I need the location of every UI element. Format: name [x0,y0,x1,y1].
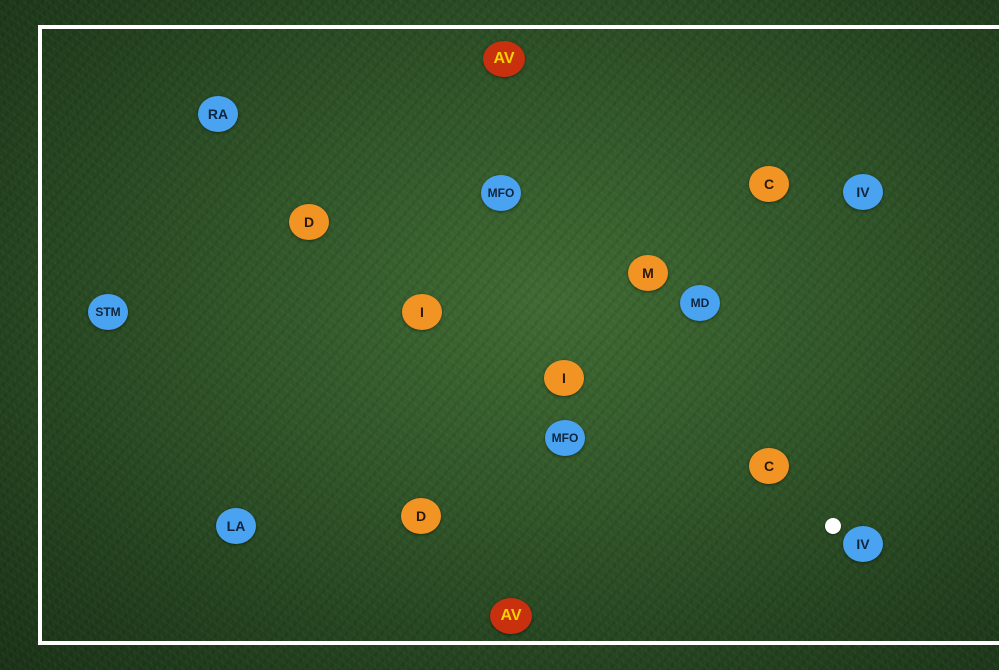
player-token-av-bottom[interactable]: AV [490,598,532,634]
player-token-d-bottom[interactable]: D [401,498,441,534]
player-token-d-top[interactable]: D [289,204,329,240]
player-token-mfo-top[interactable]: MFO [481,175,521,211]
player-token-m[interactable]: M [628,255,668,291]
player-token-iv-bottom[interactable]: IV [843,526,883,562]
player-token-c-top[interactable]: C [749,166,789,202]
player-token-ra[interactable]: RA [198,96,238,132]
player-token-c-bottom[interactable]: C [749,448,789,484]
player-token-mfo-bottom[interactable]: MFO [545,420,585,456]
player-token-la[interactable]: LA [216,508,256,544]
ball[interactable] [825,518,841,534]
player-token-i-left[interactable]: I [402,294,442,330]
player-token-stm[interactable]: STM [88,294,128,330]
player-token-i-center[interactable]: I [544,360,584,396]
player-token-iv-top[interactable]: IV [843,174,883,210]
player-token-md[interactable]: MD [680,285,720,321]
player-token-av-top[interactable]: AV [483,41,525,77]
